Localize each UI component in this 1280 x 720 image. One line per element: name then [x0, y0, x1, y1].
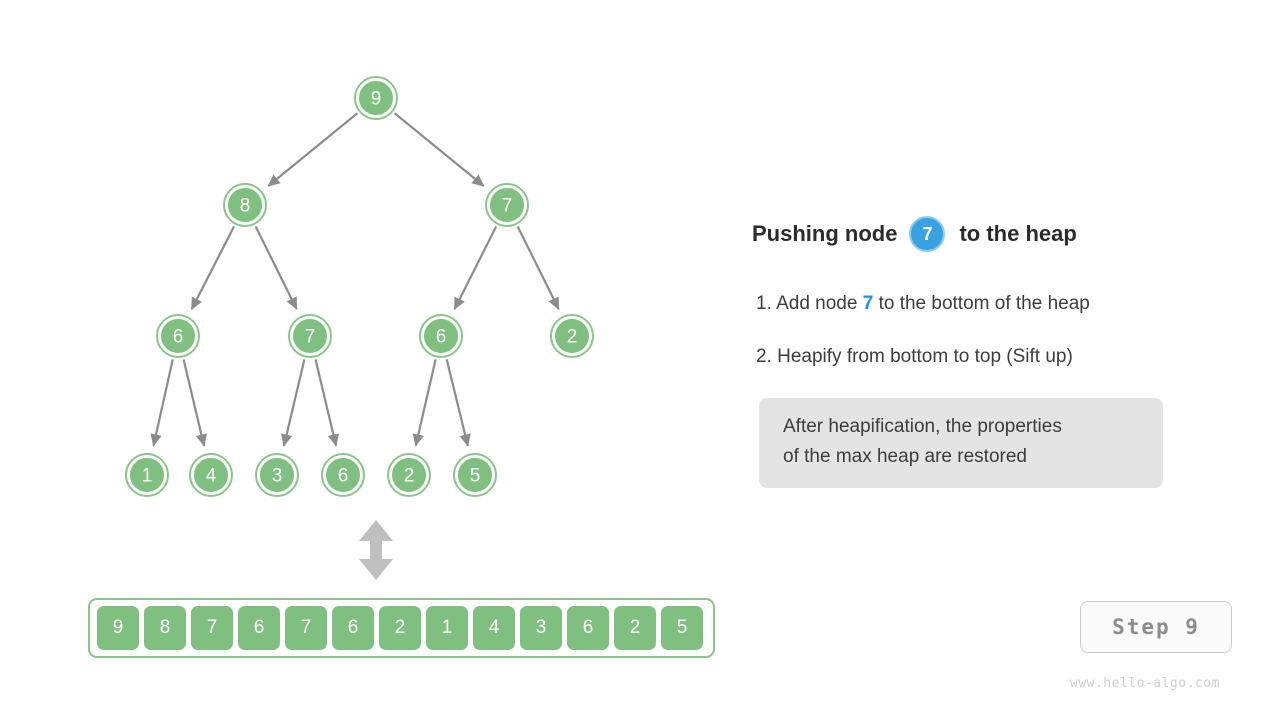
tree-node-ring [125, 453, 169, 497]
step-counter-badge: Step 9 [1080, 601, 1232, 653]
array-cell: 4 [471, 604, 517, 652]
tree-edge [393, 112, 485, 187]
tree-node: 8 [223, 183, 267, 227]
binary-tree-diagram: 9 8 7 6 7 6 2 1 4 3 6 2 5 [125, 76, 594, 497]
note-line-1: After heapification, the properties [783, 416, 1062, 437]
tree-node: 9 [354, 76, 398, 120]
tree-node: 7 [288, 314, 332, 358]
note-line-2: of the max heap are restored [783, 446, 1027, 467]
tree-node: 2 [550, 314, 594, 358]
tree-edges [150, 112, 560, 447]
tree-node-label: 2 [404, 466, 415, 487]
tree-node-ring [223, 183, 267, 227]
array-cell: 9 [95, 604, 141, 652]
instruction-step-2: 2. Heapify from bottom to top (Sift up) [756, 346, 1073, 367]
tree-node-disc [192, 456, 230, 494]
step1-prefix: 1. Add node [756, 293, 858, 314]
array-cell: 1 [424, 604, 470, 652]
tree-node: 1 [125, 453, 169, 497]
tree-node-label: 5 [470, 466, 481, 487]
title-suffix: to the heap [959, 221, 1077, 246]
tree-node-disc [422, 317, 460, 355]
tree-node-disc [488, 186, 526, 224]
pushed-node-badge: 7 [909, 216, 946, 252]
array-cell: 7 [189, 604, 235, 652]
array-cell: 2 [377, 604, 423, 652]
tree-node-ring [453, 453, 497, 497]
tree-node-label: 2 [567, 327, 578, 348]
tree-node: 3 [255, 453, 299, 497]
tree-node: 4 [189, 453, 233, 497]
tree-node-label: 3 [272, 466, 283, 487]
tree-node-disc [390, 456, 428, 494]
tree-node-ring [156, 314, 200, 358]
tree-node-label: 6 [173, 327, 184, 348]
tree-node: 5 [453, 453, 497, 497]
array-cell: 2 [612, 604, 658, 652]
tree-node-label: 7 [502, 196, 513, 217]
tree-node-ring [485, 183, 529, 227]
tree-node-label: 8 [240, 196, 251, 217]
tree-node-disc [128, 456, 166, 494]
tree-node: 6 [156, 314, 200, 358]
tree-edge [150, 359, 174, 447]
tree-node-ring [255, 453, 299, 497]
tree-node-label: 9 [371, 89, 382, 110]
tree-node-disc [258, 456, 296, 494]
step1-value: 7 [862, 293, 874, 314]
instruction-step-1: 1. Add node 7 to the bottom of the heap [756, 293, 1090, 315]
tree-node-label: 6 [338, 466, 349, 487]
tree-edge [254, 226, 298, 310]
tree-node-disc [456, 456, 494, 494]
tree-node: 6 [419, 314, 463, 358]
array-cell: 3 [518, 604, 564, 652]
array-cell: 5 [659, 604, 705, 652]
tree-node-ring [354, 76, 398, 120]
tree-edge [267, 112, 359, 187]
tree-node-label: 1 [142, 466, 153, 487]
note-box: After heapification, the properties of t… [759, 398, 1163, 488]
tree-node-label: 4 [206, 466, 217, 487]
tree-node-ring [321, 453, 365, 497]
tree-node-ring [550, 314, 594, 358]
tree-edge [281, 359, 306, 447]
tree-node-disc [159, 317, 197, 355]
array-cell: 7 [283, 604, 329, 652]
tree-node: 6 [321, 453, 365, 497]
tree-edge [182, 359, 207, 447]
tree-node-label: 7 [305, 327, 316, 348]
step1-suffix: to the bottom of the heap [878, 293, 1090, 314]
array-cell: 6 [565, 604, 611, 652]
array-cell: 6 [330, 604, 376, 652]
tree-node-ring [288, 314, 332, 358]
tree-node-disc [226, 186, 264, 224]
tree-edge [314, 359, 339, 447]
updown-arrow-icon [359, 520, 393, 580]
tree-node-disc [291, 317, 329, 355]
tree-node: 7 [485, 183, 529, 227]
tree-edge [412, 359, 437, 447]
array-cell: 8 [142, 604, 188, 652]
array-cell: 6 [236, 604, 282, 652]
tree-node-ring [387, 453, 431, 497]
tree-node-disc [553, 317, 591, 355]
tree-node: 2 [387, 453, 431, 497]
tree-node-label: 6 [436, 327, 447, 348]
tree-edge [445, 359, 471, 447]
info-panel: Pushing node 7 to the heap 1. Add node 7… [752, 0, 1272, 720]
operation-title: Pushing node 7 to the heap [752, 216, 1077, 252]
tree-edge [453, 225, 498, 310]
watermark-text: www.hello-algo.com [1070, 676, 1220, 691]
tree-node-ring [189, 453, 233, 497]
tree-edge [516, 226, 560, 310]
tree-node-ring [419, 314, 463, 358]
tree-edge [190, 225, 236, 311]
tree-node-disc [324, 456, 362, 494]
tree-node-disc [357, 79, 395, 117]
title-prefix: Pushing node [752, 221, 898, 246]
tree-nodes: 9 8 7 6 7 6 2 1 4 3 6 2 5 [125, 76, 594, 497]
